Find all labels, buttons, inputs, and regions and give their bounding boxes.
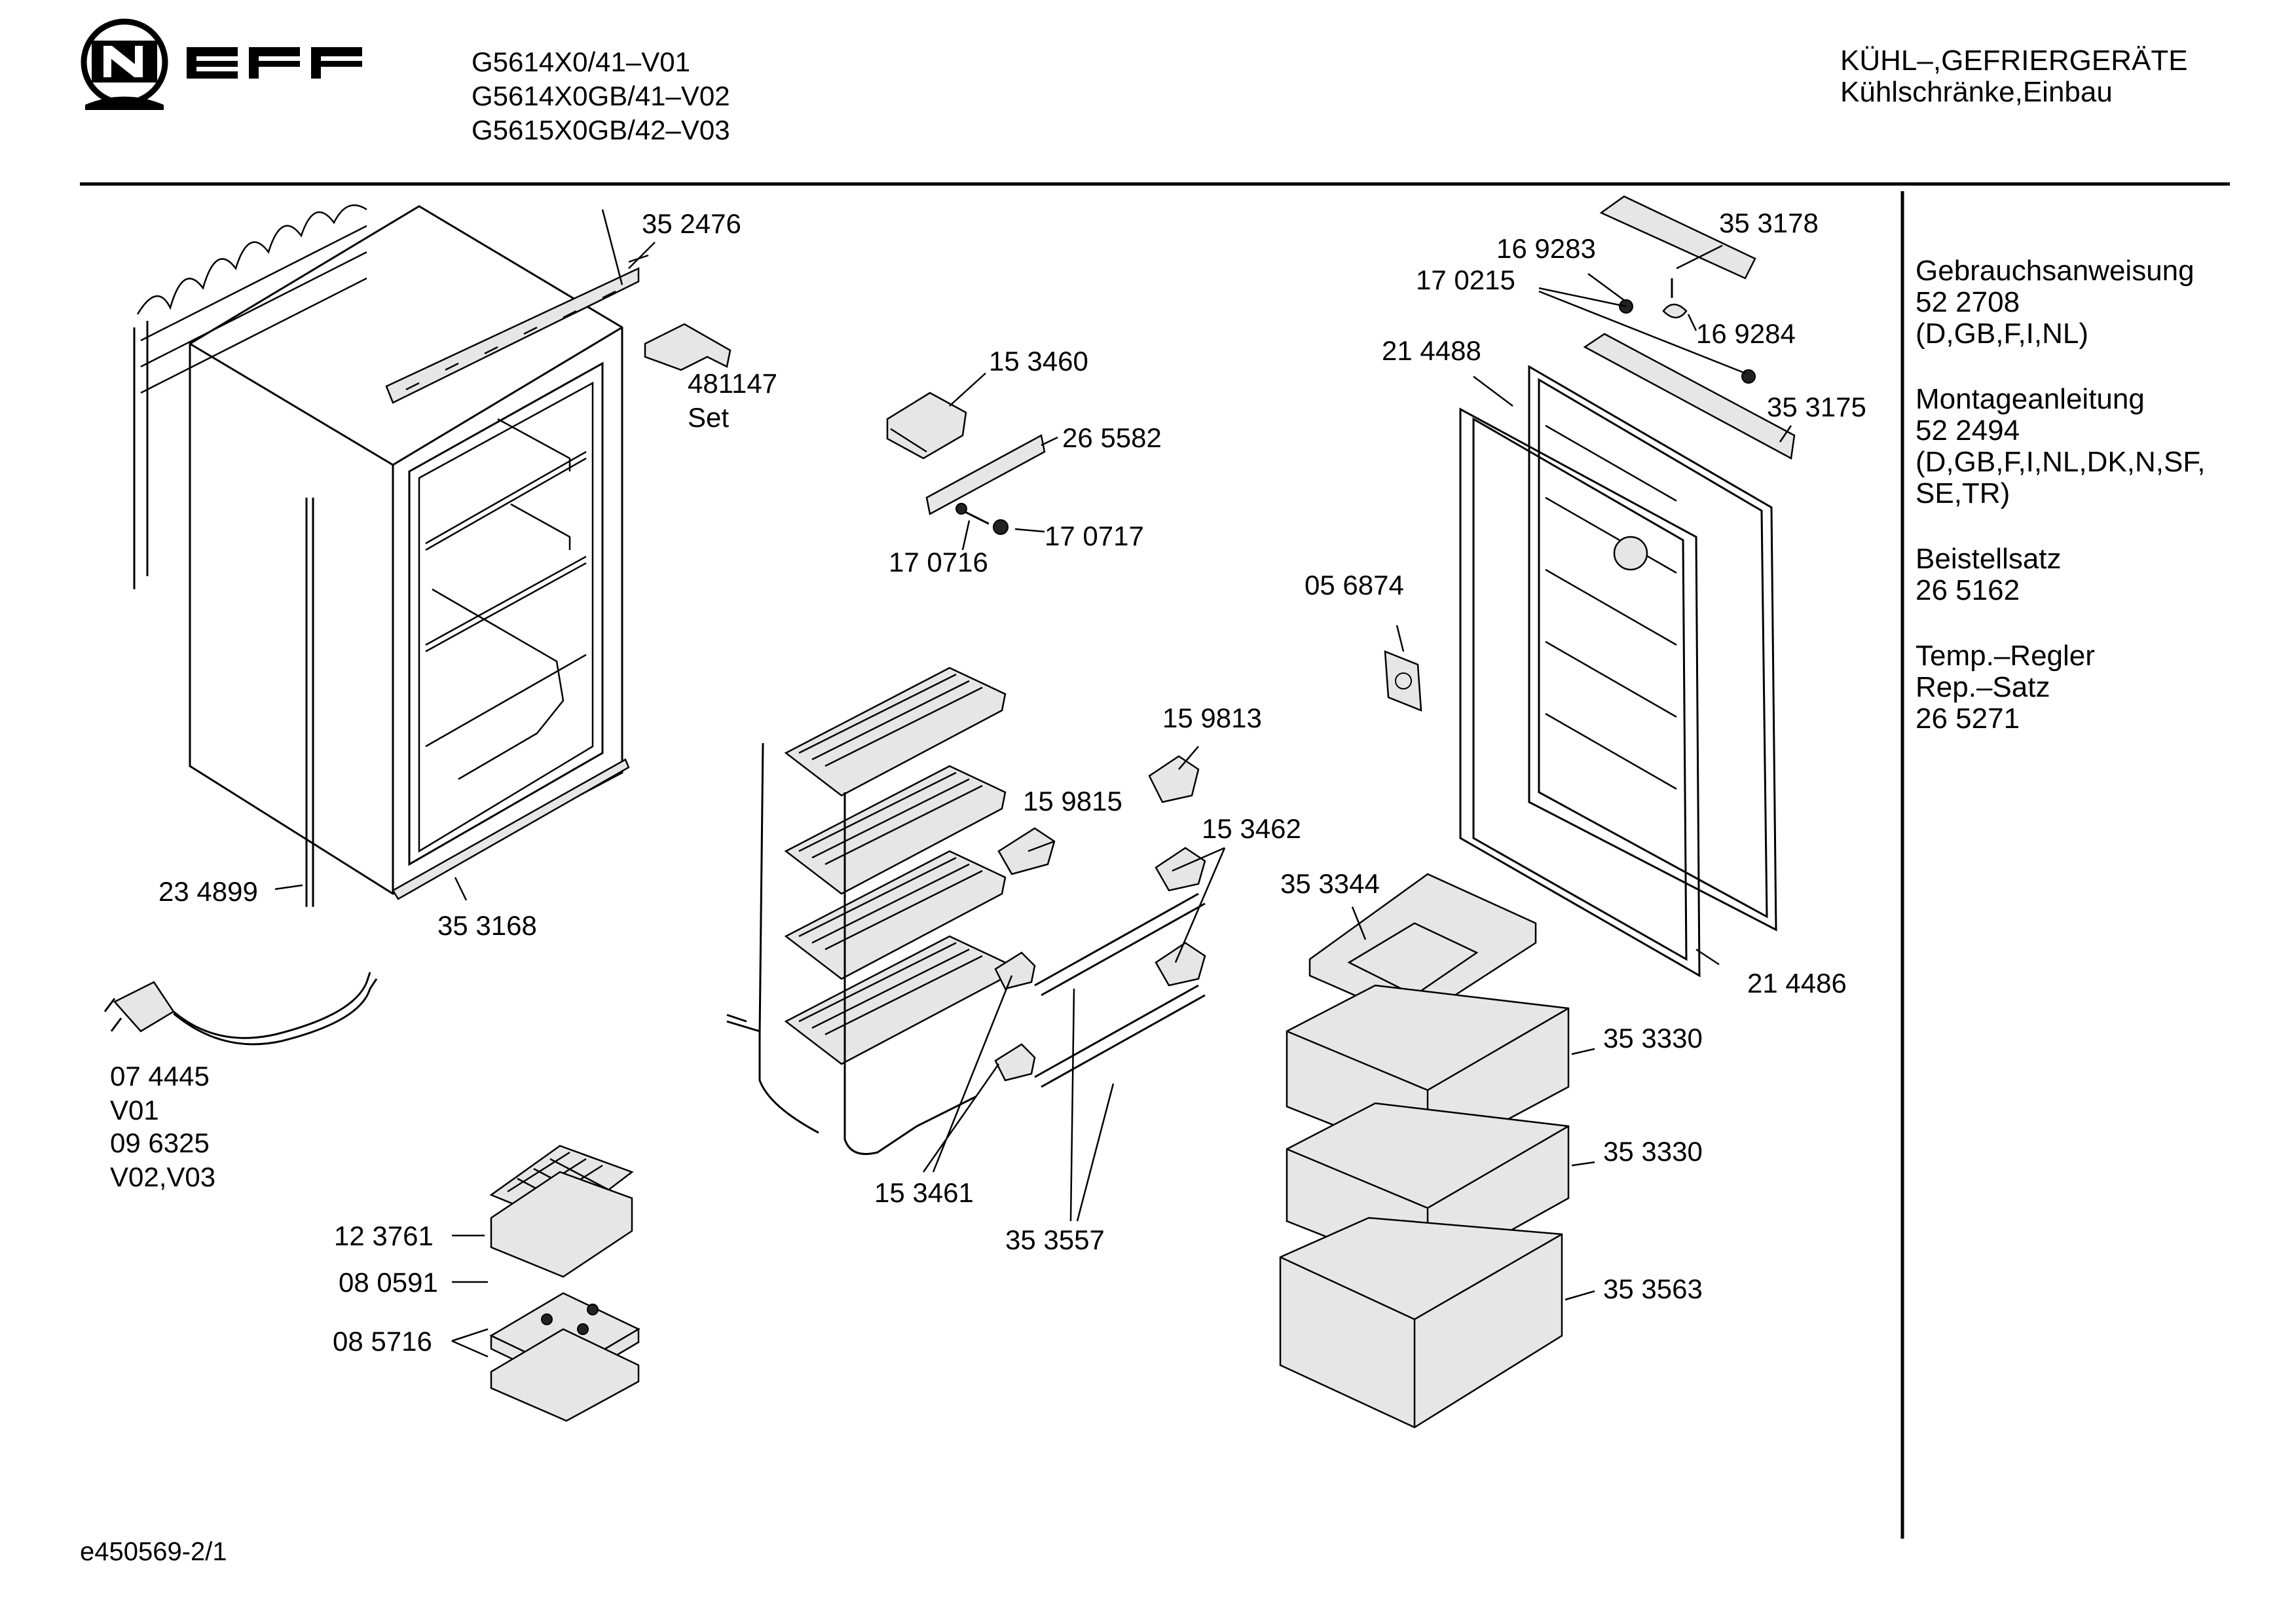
drawing-code: e450569-2/1 (80, 1537, 227, 1566)
part-label-169283: 16 9283 (1496, 233, 1596, 264)
sidebar-line: 26 5271 (1916, 703, 2020, 735)
sidebar-line: Montageanleitung (1916, 383, 2145, 415)
ice-tray-drawing (489, 1145, 634, 1278)
sidebar-line: Rep.–Satz (1916, 671, 2050, 703)
part-label-353330-upper: 35 3330 (1603, 1023, 1703, 1053)
sidebar-line: (D,GB,F,I,NL,DK,N,SF, (1916, 446, 2206, 478)
wire-shelves-drawing (726, 667, 1007, 1155)
part-label-056874: 05 6874 (1305, 570, 1404, 600)
door-drawing (1384, 195, 1796, 978)
model-line-3: G5615X0GB/42–V03 (472, 115, 730, 145)
fridge-cabinet-drawing (133, 204, 731, 907)
category-title: KÜHL–,GEFRIERGERÄTE (1840, 45, 2188, 77)
part-label-159813: 15 9813 (1162, 703, 1262, 733)
part-label-353344: 35 3344 (1280, 868, 1380, 899)
sidebar-line: 52 2708 (1916, 286, 2020, 318)
part-label-123761: 12 3761 (334, 1220, 434, 1251)
part-label-353557: 35 3557 (1005, 1224, 1105, 1255)
part-label-074445-variant: V01 (110, 1095, 159, 1126)
part-label-353175: 35 3175 (1767, 392, 1866, 422)
sidebar-line: Beistellsatz (1916, 543, 2062, 575)
control-parts-drawing (886, 392, 1046, 535)
sidebar-block-temp-regler: Temp.–Regler Rep.–Satz 26 5271 (1916, 640, 2206, 735)
sidebar-line: Temp.–Regler (1916, 640, 2095, 672)
category-subtitle: Kühlschränke,Einbau (1840, 76, 2113, 108)
part-label-234899: 23 4899 (158, 876, 258, 907)
power-cord-drawing (103, 972, 378, 1046)
part-label-481147-set: Set (688, 402, 730, 433)
model-line-1: G5614X0/41–V01 (472, 46, 690, 77)
part-label-170717: 17 0717 (1045, 521, 1144, 551)
sidebar-block-beistellsatz: Beistellsatz 26 5162 (1916, 543, 2206, 606)
part-label-352476: 35 2476 (642, 208, 741, 239)
part-label-080591: 08 0591 (339, 1267, 438, 1298)
part-label-353563: 35 3563 (1603, 1273, 1703, 1304)
sidebar-line: 52 2494 (1916, 414, 2020, 447)
sidebar-docs: Gebrauchsanweisung 52 2708 (D,GB,F,I,NL)… (1916, 255, 2206, 769)
part-label-153462: 15 3462 (1202, 813, 1301, 844)
sidebar-line: 26 5162 (1916, 574, 2020, 606)
part-label-214486: 21 4486 (1747, 968, 1847, 998)
sidebar-block-manual: Gebrauchsanweisung 52 2708 (D,GB,F,I,NL) (1916, 255, 2206, 350)
leader-lines (274, 242, 1792, 1358)
sidebar-line: (D,GB,F,I,NL) (1916, 318, 2089, 350)
part-label-353178: 35 3178 (1719, 208, 1819, 238)
part-label-153461: 15 3461 (874, 1177, 974, 1208)
neff-logo (81, 18, 362, 110)
part-label-353168: 35 3168 (437, 910, 537, 941)
part-label-159815: 15 9815 (1023, 786, 1122, 816)
model-line-2: G5614X0GB/41–V02 (472, 81, 730, 111)
part-label-170716: 17 0716 (889, 547, 988, 577)
part-label-170215: 17 0215 (1416, 265, 1515, 295)
sidebar-line: SE,TR) (1916, 477, 2010, 509)
part-label-153460: 15 3460 (989, 346, 1088, 376)
drawers-drawing (1279, 873, 1570, 1429)
part-label-085716: 08 5716 (333, 1326, 432, 1357)
sidebar-block-installation: Montageanleitung 52 2494 (D,GB,F,I,NL,DK… (1916, 384, 2206, 509)
part-label-481147: 481147 (688, 368, 778, 399)
cold-packs-drawing (489, 1292, 640, 1422)
rails-drawing (994, 755, 1206, 1088)
part-label-214488: 21 4488 (1382, 335, 1481, 366)
part-label-096325-variant: V02,V03 (110, 1162, 216, 1192)
part-label-169284: 16 9284 (1696, 318, 1796, 349)
sidebar-line: Gebrauchsanweisung (1916, 255, 2194, 287)
part-label-074445: 07 4445 (110, 1061, 210, 1091)
part-label-353330-lower: 35 3330 (1603, 1136, 1703, 1167)
part-label-265582: 26 5582 (1062, 422, 1162, 453)
part-label-096325: 09 6325 (110, 1127, 210, 1158)
